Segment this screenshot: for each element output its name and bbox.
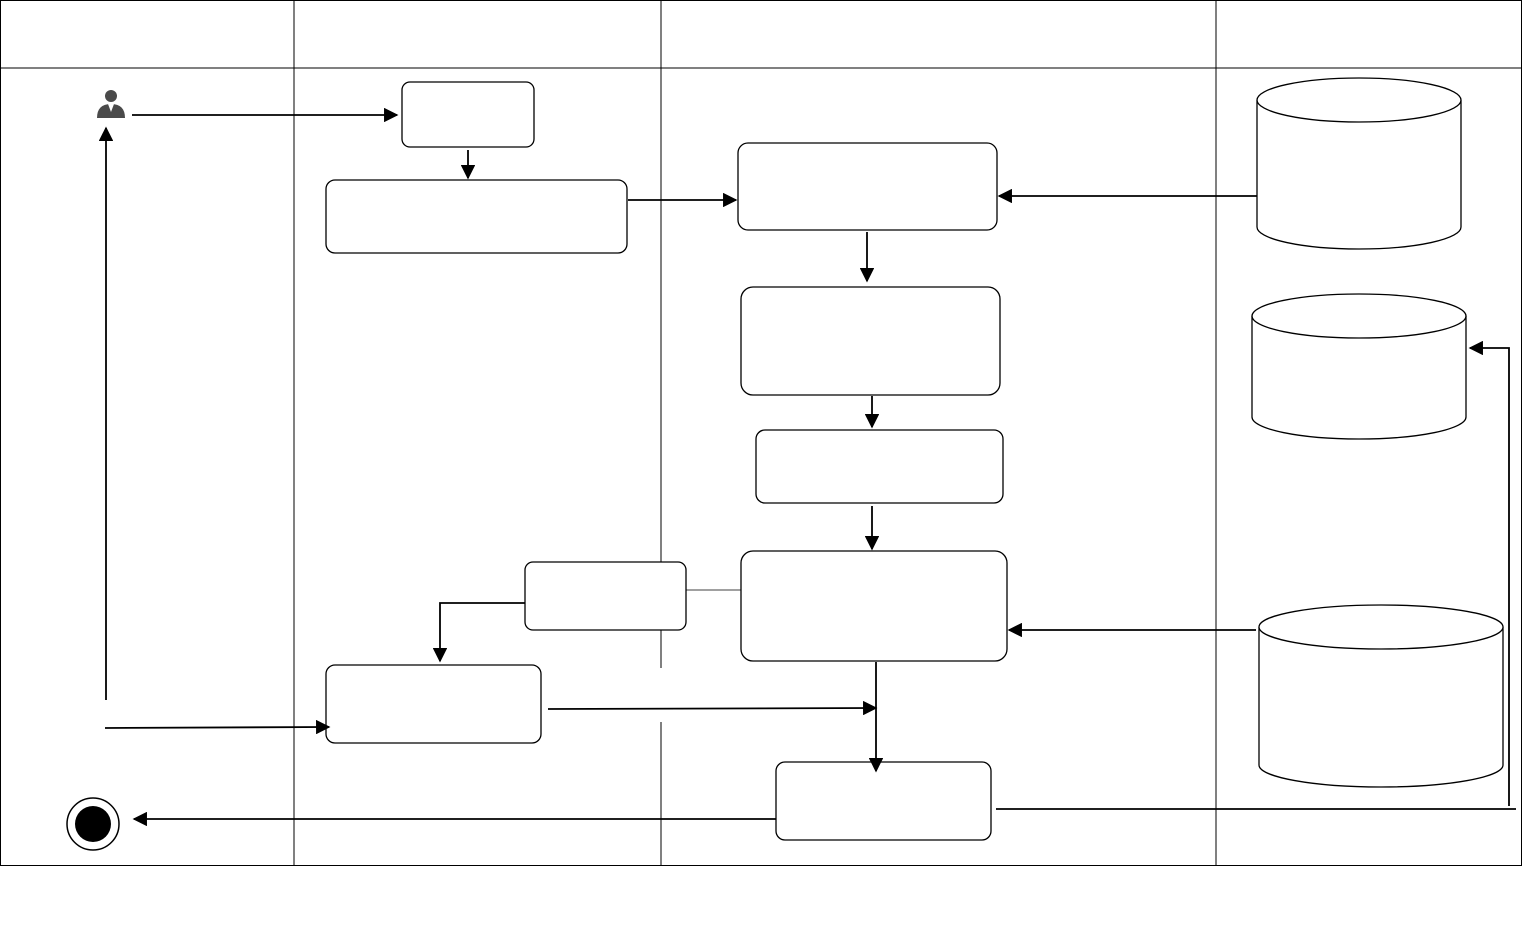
arrow-h-to-flow [547,700,878,716]
user-icon [97,90,125,118]
process-node-g [524,561,687,631]
arrow-g-to-h [432,602,525,663]
datastore-1 [1256,77,1462,250]
datastore-3 [1258,604,1504,788]
end-node-icon [66,797,120,851]
process-node-b [325,179,628,254]
process-node-h [325,664,542,744]
process-node-i [775,761,992,841]
process-node-c [737,142,998,231]
arrow-loop-to-h [104,719,331,735]
arrow-i-to-db2 [996,348,1516,810]
process-node-f [740,550,1008,662]
datastore-2 [1251,293,1467,440]
process-node-d [740,286,1001,396]
process-node-e [755,429,1004,504]
process-node-a [401,81,535,148]
